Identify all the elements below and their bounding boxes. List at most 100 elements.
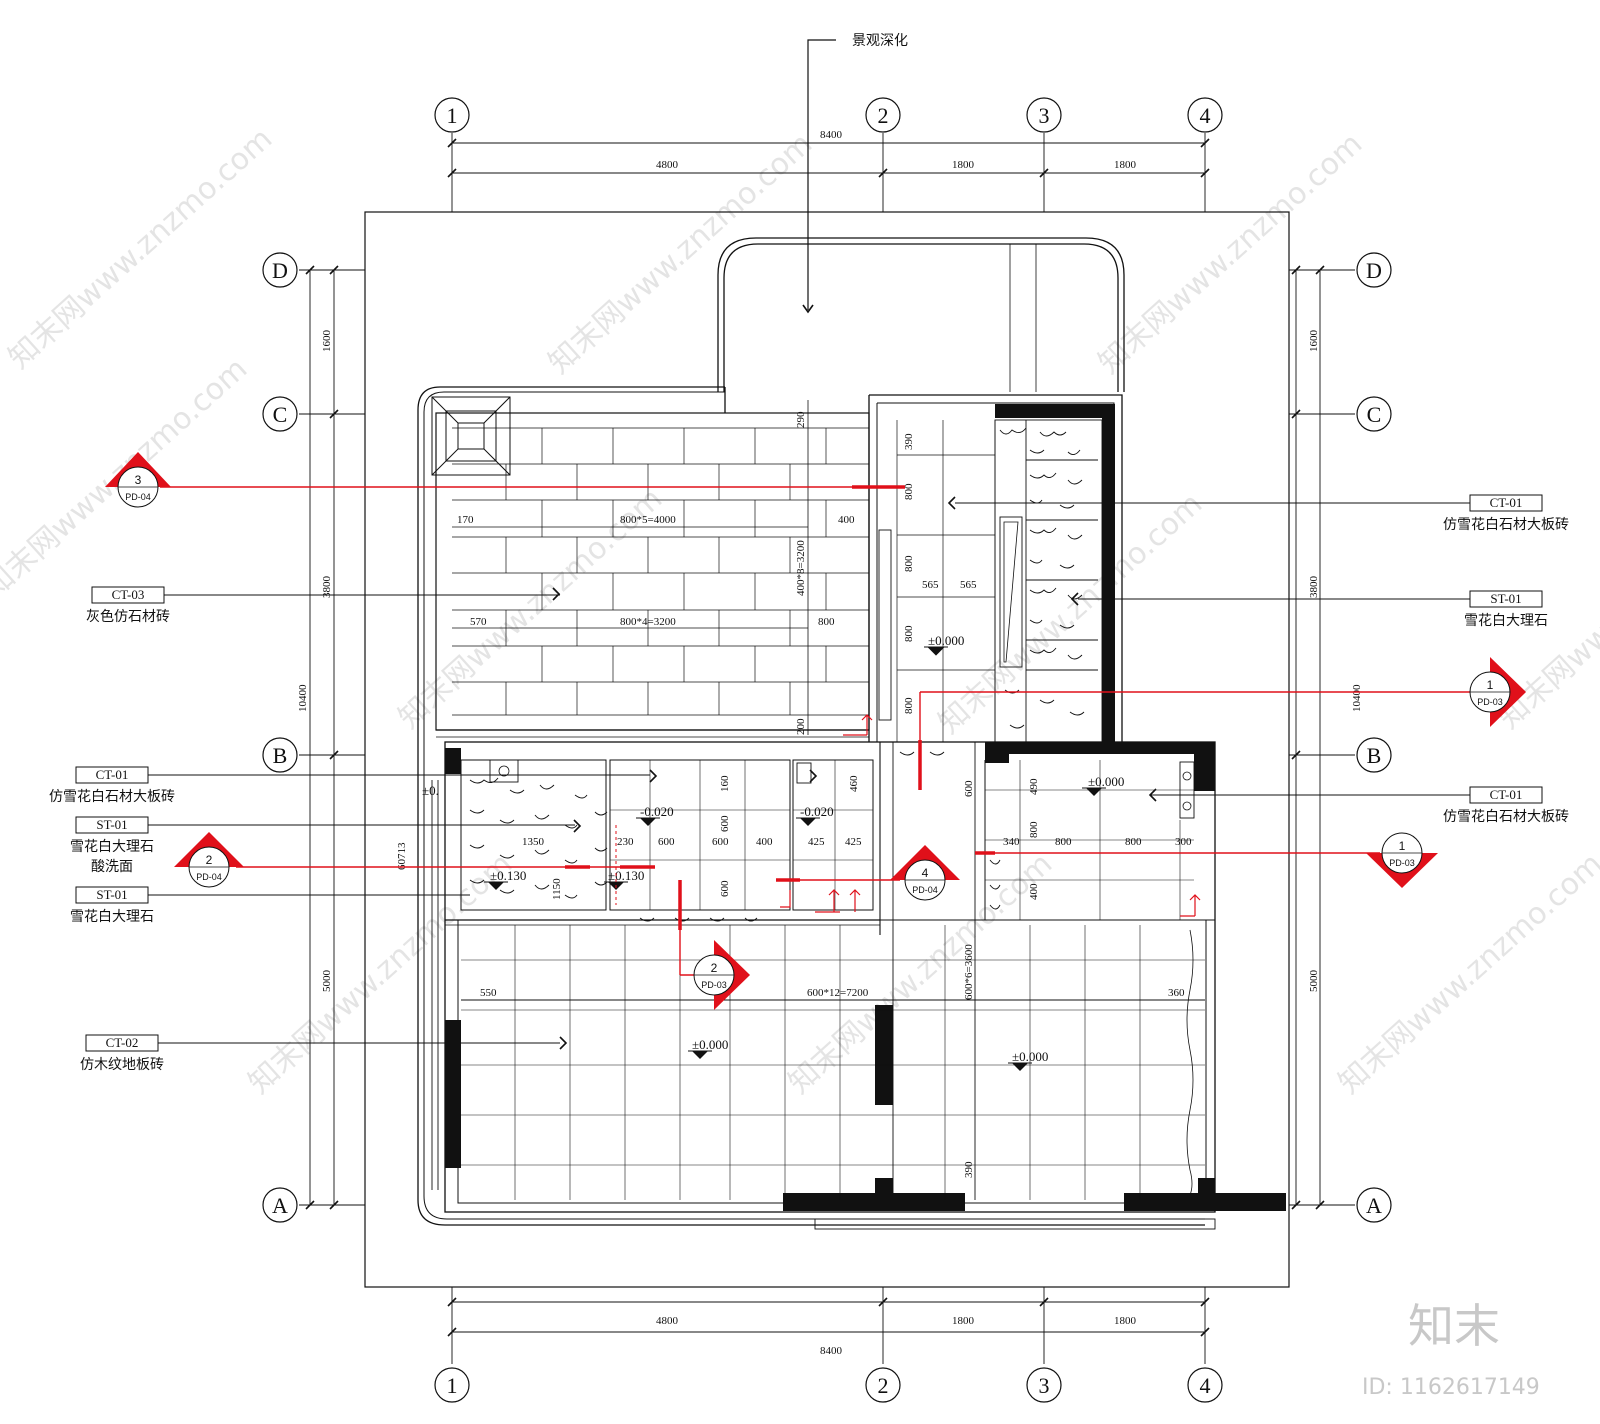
label-r-ct01b-name: 仿雪花白石材大板砖 (1443, 809, 1569, 825)
dim-top-1: 4800 (656, 159, 679, 171)
landscape-note: 景观深化 (802, 33, 908, 314)
section-num: 1 (1399, 839, 1406, 853)
watermark-text: 知末网www.znzmo.com (1332, 846, 1600, 1101)
level-shower: ±0.130 (490, 868, 526, 883)
dim-top-2: 1800 (952, 159, 975, 171)
dim-300: 300 (1175, 836, 1192, 848)
dim-left-dc: 1600 (321, 330, 333, 353)
label-ct02-code: CT-02 (106, 1035, 139, 1050)
axis-label-2-bottom: 2 (878, 1373, 889, 1398)
watermark-text: 知末网www.znzmo.com (542, 126, 819, 381)
dim-425-b: 425 (845, 836, 862, 848)
dim-3600-v: 600*6=3600 (963, 944, 975, 1000)
corridor-tiles (878, 419, 1103, 743)
label-r-ct01-name: 仿雪花白石材大板砖 (1443, 517, 1569, 533)
section-num: 2 (206, 853, 213, 867)
label-r-ct01b-code: CT-01 (1490, 787, 1523, 802)
section-num: 3 (135, 473, 142, 487)
label-st01-name: 雪花白大理石 (70, 839, 154, 855)
axis-label-3-top: 3 (1039, 103, 1050, 128)
axis-labels: 1 2 3 4 1 2 3 4 D C B A D C B A (272, 103, 1382, 1398)
dim-800-a: 800 (903, 483, 915, 500)
dim-565-b: 565 (960, 579, 977, 591)
dim-ticks (305, 138, 1325, 1337)
dim-170: 170 (457, 514, 474, 526)
dim-4000: 800*5=4000 (620, 514, 676, 526)
brand-logo-text: 知末 (1408, 1299, 1500, 1353)
axis-lines (299, 133, 1355, 1364)
level-living-2: ±0.000 (1012, 1049, 1048, 1064)
label-ct01-code: CT-01 (96, 767, 129, 782)
section-ref: PD-03 (1477, 697, 1503, 707)
dim-600-d: 600 (963, 780, 975, 797)
dim-600-c2: 600 (658, 836, 675, 848)
section-marker-4-pd04: 4 PD-04 (890, 845, 960, 901)
dim-160: 160 (719, 775, 731, 792)
dim-top-3: 1800 (1114, 159, 1137, 171)
dim-200: 200 (795, 718, 807, 735)
landscape-note-text: 景观深化 (852, 33, 908, 49)
level-edge: ±0. (422, 783, 439, 798)
dim-800-b: 800 (903, 555, 915, 572)
dim-left-total: 10400 (297, 684, 309, 712)
label-st01-finish: 酸洗面 (91, 859, 133, 875)
structural-walls (445, 404, 1286, 1211)
dim-800-g: 800 (1055, 836, 1072, 848)
level-living: ±0.000 (692, 1037, 728, 1052)
dim-425-a: 425 (808, 836, 825, 848)
dim-800-h: 800 (1125, 836, 1142, 848)
label-ct03-code: CT-03 (112, 587, 145, 602)
level-bath-2: -0.020 (800, 804, 834, 819)
axis-label-1-bottom: 1 (447, 1373, 458, 1398)
dim-400-b: 400 (756, 836, 773, 848)
watermark-text: 知末网www.znzmo.com (932, 486, 1209, 741)
room-arrows (552, 496, 1079, 1050)
dim-490: 490 (1028, 778, 1040, 795)
dim-right-dc: 1600 (1308, 330, 1320, 353)
dim-bottom-total: 8400 (820, 1345, 843, 1357)
inner-dimensions: 290 390 800 800 800 800 170 800*5=4000 4… (396, 411, 1192, 1178)
watermark-text: 知末网www.znzmo.com (242, 846, 519, 1101)
level-corridor: ±0.000 (928, 633, 964, 648)
dim-390-b: 390 (963, 1161, 975, 1178)
right-material-labels: CT-01 仿雪花白石材大板砖 ST-01 雪花白大理石 CT-01 仿雪花白石… (955, 494, 1569, 825)
dim-left-cb: 3800 (321, 576, 333, 599)
dim-1150: 1150 (551, 878, 563, 900)
dim-800-d: 800 (903, 697, 915, 714)
dim-230: 230 (617, 836, 634, 848)
axis-label-2-top: 2 (878, 103, 889, 128)
section-ref: PD-04 (196, 872, 222, 882)
dim-460: 460 (848, 775, 860, 792)
section-marker-2-pd04: 2 PD-04 (174, 832, 244, 888)
dim-right-cb: 3800 (1308, 576, 1320, 599)
section-num: 4 (922, 866, 929, 880)
dim-top-total: 8400 (820, 129, 843, 141)
section-ref: PD-04 (125, 492, 151, 502)
terrace-tiles (452, 400, 869, 735)
axis-label-4-top: 4 (1200, 103, 1211, 128)
dim-565-a: 565 (922, 579, 939, 591)
section-ref: PD-03 (701, 980, 727, 990)
label-st01b-code: ST-01 (96, 887, 127, 902)
id-text: ID: 1162617149 (1362, 1375, 1540, 1400)
dim-bottom-2: 1800 (952, 1315, 975, 1327)
living-room-tiles (431, 780, 1205, 1200)
label-ct02-name: 仿木纹地板砖 (80, 1057, 164, 1073)
dim-570: 570 (470, 616, 487, 628)
watermark-text: 知末网www.znzmo.com (2, 121, 279, 376)
outer-dimensions: 8400 4800 1800 1800 4800 1800 1800 8400 … (297, 129, 1363, 1357)
section-ref: PD-03 (1389, 858, 1415, 868)
dim-340: 340 (1003, 836, 1020, 848)
dim-550: 550 (480, 987, 497, 999)
dim-bottom-1: 4800 (656, 1315, 679, 1327)
dim-right-total: 10400 (1351, 684, 1363, 712)
dim-400-c: 400 (1028, 883, 1040, 900)
label-ct01-name: 仿雪花白石材大板砖 (49, 789, 175, 805)
label-st01-code: ST-01 (96, 817, 127, 832)
left-material-labels: CT-03 灰色仿石材砖 CT-01 仿雪花白石材大板砖 ST-01 雪花白大理… (49, 586, 650, 1073)
level-shower-2: ±0.130 (608, 868, 644, 883)
dim-3200-h: 800*4=3200 (620, 616, 676, 628)
label-r-st01-name: 雪花白大理石 (1464, 613, 1548, 629)
dim-390: 390 (903, 433, 915, 450)
